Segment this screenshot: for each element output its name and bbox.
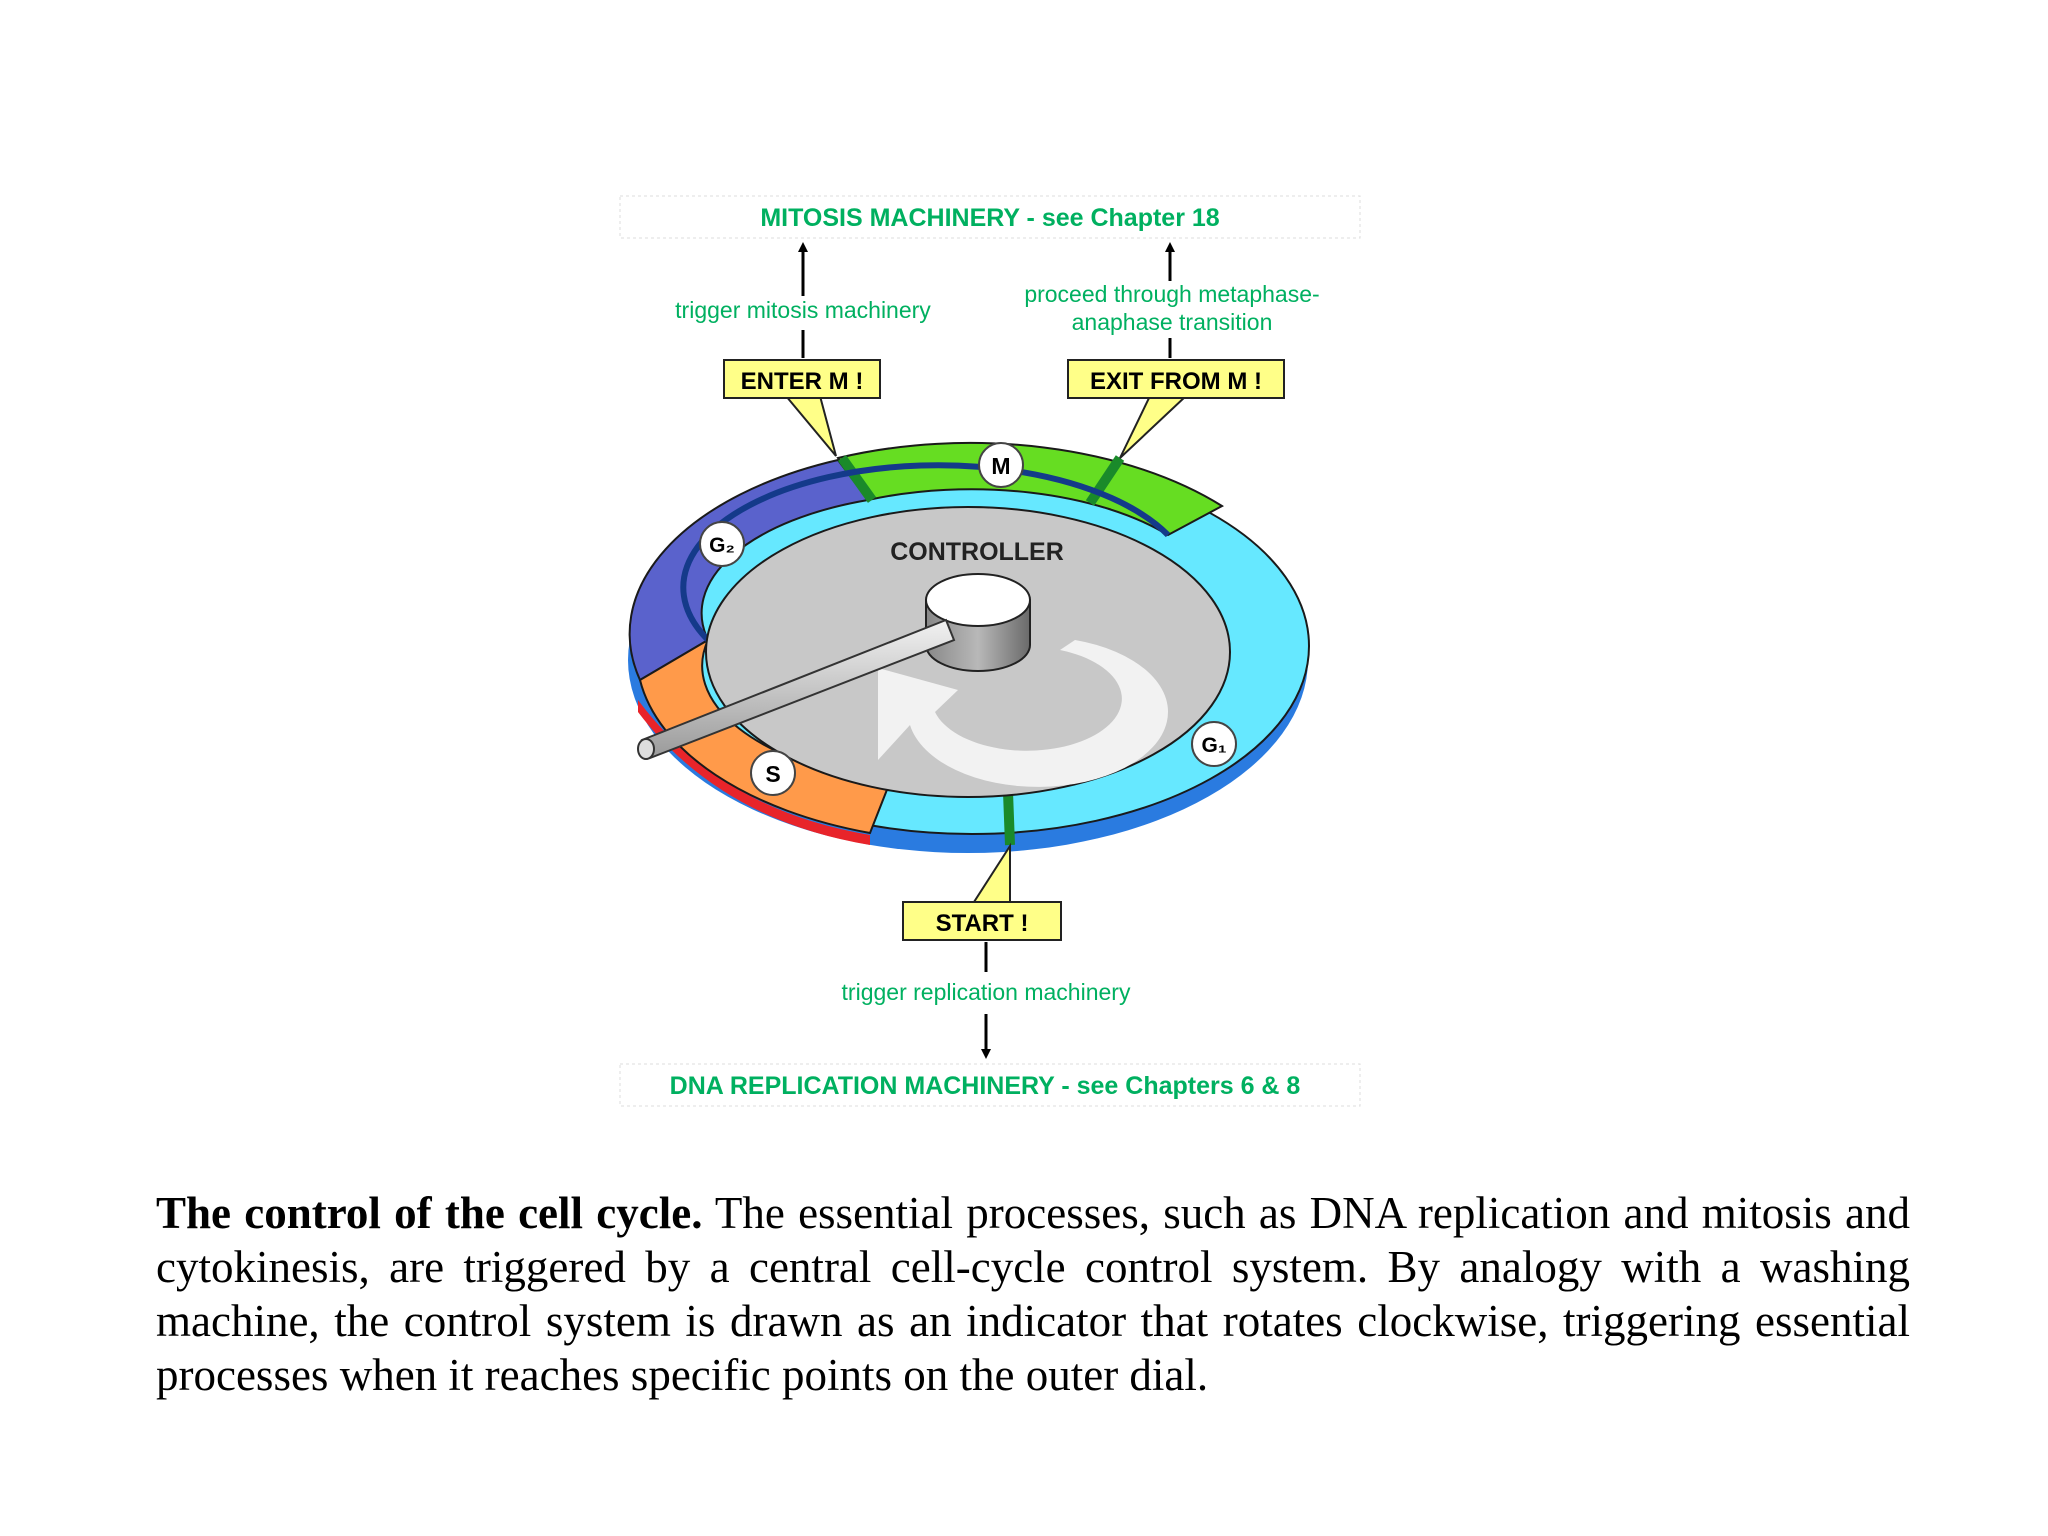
m-phase-label: M (991, 453, 1010, 479)
s-phase-label: S (765, 761, 780, 787)
figure-caption: The control of the cell cycle. The essen… (156, 1186, 1910, 1402)
trigger-replication-label: trigger replication machinery (842, 979, 1131, 1005)
exit-m-pointer (1119, 395, 1189, 459)
enter-m-pointer (783, 395, 837, 457)
g1-phase-badge (1191, 721, 1237, 767)
s-phase-badge (750, 750, 796, 796)
exit-m-box (1067, 359, 1285, 399)
dna-replication-machinery-box (619, 1063, 1361, 1107)
g2-phase-badge (699, 521, 745, 567)
caption-text: The essential processes, such as DNA rep… (156, 1188, 1910, 1400)
inner-groove (680, 462, 1171, 643)
dna-replication-machinery-label: DNA REPLICATION MACHINERY - see Chapters… (670, 1072, 1301, 1100)
controller-hub-top (925, 573, 1031, 627)
trigger-mitosis-label: trigger mitosis machinery (675, 297, 931, 323)
enter-m-mark (837, 455, 877, 503)
rotation-arrow (878, 640, 1169, 787)
start-pointer (972, 842, 1011, 903)
enter-m-box (723, 359, 881, 399)
exit-m-label: EXIT FROM M ! (1090, 368, 1262, 395)
m-phase-badge (978, 442, 1024, 488)
start-mark (1003, 791, 1015, 846)
mitosis-machinery-label: MITOSIS MACHINERY - see Chapter 18 (760, 204, 1219, 232)
g2-phase-label: G₂ (709, 534, 735, 557)
exit-m-mark (1085, 455, 1125, 506)
caption-title: The control of the cell cycle. (156, 1188, 703, 1238)
controller-label: CONTROLLER (890, 538, 1064, 566)
g2-segment (628, 458, 870, 682)
mitosis-machinery-box (619, 195, 1361, 239)
indicator-rod-tip (637, 738, 655, 760)
start-label: START ! (936, 910, 1029, 937)
proceed-transition-label-line2: anaphase transition (1072, 309, 1273, 335)
start-box (902, 901, 1062, 941)
proceed-transition-label-line1: proceed through metaphase- (1024, 281, 1319, 307)
g1-phase-label: G₁ (1201, 734, 1226, 757)
enter-m-label: ENTER M ! (741, 368, 864, 395)
